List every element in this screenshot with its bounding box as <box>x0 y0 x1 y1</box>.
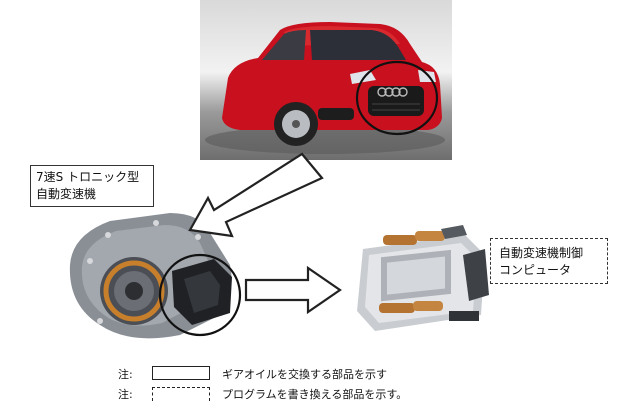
transmission-label-line2: 自動変速機 <box>36 187 97 201</box>
car-illustration <box>205 22 445 154</box>
legend-note-1: 注: <box>118 368 133 381</box>
transmission-illustration <box>60 195 250 350</box>
legend-description-2: プログラムを書き換える部品を示す。 <box>222 388 408 401</box>
arrow-car-to-transmission <box>188 152 324 238</box>
legend-solid-swatch <box>152 366 210 380</box>
ecu-label-line1: 自動変速機制御 <box>499 246 584 260</box>
ecu-illustration <box>345 215 495 340</box>
car-photo <box>200 0 452 160</box>
transmission-label: 7速S トロニック型 自動変速機 <box>30 165 154 207</box>
ecu-label: 自動変速機制御 コンピュータ <box>490 238 608 284</box>
legend-note-2: 注: <box>118 388 133 401</box>
legend-dashed-swatch <box>152 387 210 401</box>
arrow-transmission-to-ecu <box>244 265 342 315</box>
ecu-label-line2: コンピュータ <box>499 263 572 277</box>
legend-description-1: ギアオイルを交換する部品を示す <box>222 368 387 381</box>
transmission-label-line1: 7速S トロニック型 <box>36 170 140 184</box>
